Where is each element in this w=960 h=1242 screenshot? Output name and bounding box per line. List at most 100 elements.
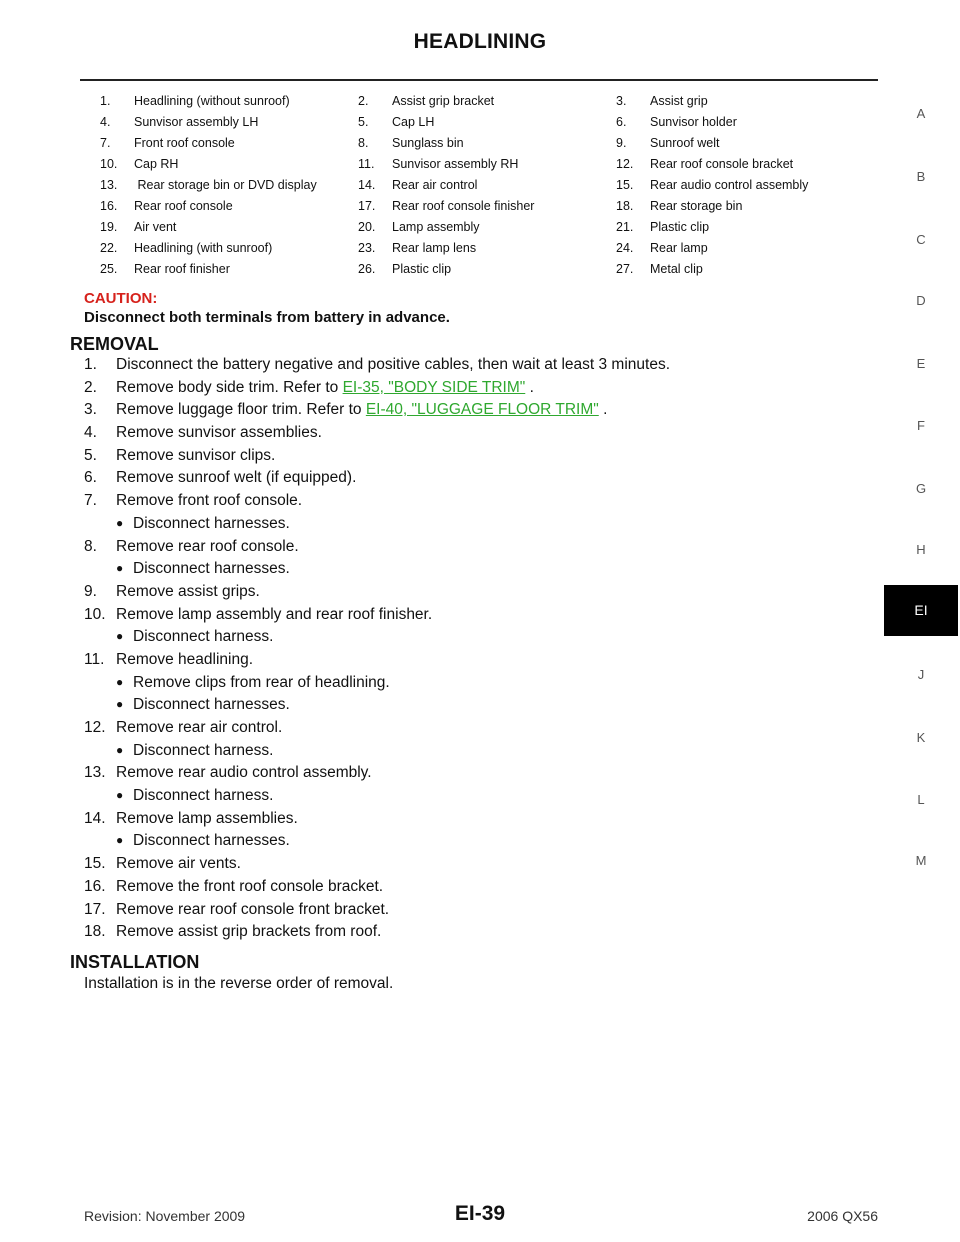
section-tab-g[interactable]: G [915, 481, 927, 496]
section-tab-d[interactable]: D [916, 293, 926, 308]
substep-text: Disconnect harness. [133, 787, 274, 805]
section-tab-ei[interactable]: EI [884, 585, 958, 636]
bullet-icon: ● [116, 833, 124, 848]
removal-step: 8.Remove rear roof console. [84, 538, 844, 561]
legend-item: 3.Assist grip [616, 94, 708, 108]
legend-item-number: 24. [616, 241, 634, 255]
legend-item-label: Sunglass bin [392, 136, 464, 150]
step-number: 2. [84, 378, 97, 396]
removal-substep: ● Disconnect harnesses. [84, 832, 844, 855]
removal-step: 1.Disconnect the battery negative and po… [84, 356, 844, 379]
section-tab-b[interactable]: B [916, 169, 926, 184]
substep-text: Disconnect harnesses. [133, 832, 290, 850]
step-number: 5. [84, 446, 97, 464]
removal-step: 12.Remove rear air control. [84, 719, 844, 742]
cross-reference-link[interactable]: EI-40, "LUGGAGE FLOOR TRIM" [365, 401, 599, 419]
section-tab-m[interactable]: M [915, 853, 927, 868]
bullet-icon: ● [116, 674, 124, 689]
removal-step: 18.Remove assist grip brackets from roof… [84, 923, 844, 946]
removal-substep: ● Disconnect harnesses. [84, 696, 844, 719]
legend-item: 14.Rear air control [358, 178, 477, 192]
step-text: Remove sunvisor assemblies. [116, 424, 322, 442]
legend-item: 23. Rear lamp lens [358, 241, 476, 255]
substep-text: Disconnect harnesses. [133, 696, 290, 714]
legend-item-label: Rear audio control assembly [650, 178, 809, 192]
legend-item-label: Rear lamp lens [392, 241, 477, 255]
legend-item-number: 4. [100, 115, 111, 129]
legend-item: 22.Headlining (with sunroof) [100, 241, 272, 255]
step-text: Remove assist grips. [116, 582, 260, 600]
removal-step: 5. Remove sunvisor clips. [84, 447, 844, 470]
legend-item-label: Rear storage bin [650, 199, 743, 213]
step-number: 6. [84, 469, 97, 487]
removal-step: 10.Remove lamp assembly and rear roof fi… [84, 606, 844, 629]
section-tab-c[interactable]: C [916, 232, 926, 247]
bullet-icon: ● [116, 697, 124, 712]
legend-item-number: 23. [358, 241, 376, 255]
legend-item: 19.Air vent [100, 220, 176, 234]
legend-item-label: Headlining (with sunroof) [134, 241, 273, 255]
removal-substep: ●Disconnect harnesses. [84, 515, 844, 538]
legend-item-label: Rear roof console [134, 199, 233, 213]
legend-item: 25.Rear roof finisher [100, 262, 230, 276]
removal-step: 9.Remove assist grips. [84, 583, 844, 606]
legend-item: 5.Cap LH [358, 115, 434, 129]
removal-substep: ●Disconnect harness. [84, 628, 844, 651]
legend-item-number: 18. [616, 199, 634, 213]
step-number: 13. [84, 764, 106, 782]
section-tab-a[interactable]: A [916, 106, 926, 121]
legend-item-label: Rear roof console bracket [650, 157, 794, 171]
legend-item: 9.Sunroof welt [616, 136, 719, 150]
legend-item-number: 8. [358, 136, 369, 150]
legend-row: 7.Front roof console 8. Sunglass bin 9.Sunr… [100, 134, 880, 155]
legend-item-number: 27. [616, 262, 634, 276]
removal-substep: ● Disconnect harness. [84, 787, 844, 810]
step-number: 17. [84, 900, 106, 918]
section-tab-f[interactable]: F [917, 418, 925, 433]
legend-item-label: Lamp assembly [392, 220, 480, 234]
step-number: 1. [84, 356, 97, 373]
step-text: Remove rear roof console front bracket. [116, 900, 390, 918]
legend-item-number: 7. [100, 136, 111, 150]
legend-item-number: 11. [358, 157, 375, 171]
installation-heading: INSTALLATION [70, 952, 200, 972]
section-tab-l[interactable]: L [917, 792, 925, 807]
legend-item-label: Cap RH [134, 157, 179, 171]
step-text: Remove body side trim. Refer to [116, 378, 343, 396]
removal-step: 2. Remove body side trim. Refer to EI-35,… [84, 379, 844, 402]
cross-reference-link[interactable]: EI-35, "BODY SIDE TRIM" [342, 378, 526, 396]
substep-text: Disconnect harnesses. [133, 514, 290, 532]
step-number: 16. [84, 877, 106, 895]
step-number: 4. [84, 424, 97, 442]
section-tab-k[interactable]: K [916, 730, 926, 745]
legend-item-number: 3. [616, 94, 627, 108]
legend-item: 6.Sunvisor holder [616, 115, 737, 129]
section-tab-j[interactable]: J [917, 667, 925, 682]
step-text: Remove rear air control. [116, 719, 283, 736]
substep-text: Remove clips from rear of headlining. [133, 673, 390, 691]
legend-item-label: Air vent [134, 220, 177, 234]
section-tab-h[interactable]: H [916, 542, 926, 557]
bullet-icon: ● [116, 788, 124, 803]
removal-step: 15.Remove air vents. [84, 855, 844, 878]
legend-item-label: Rear storage bin or DVD display [134, 178, 317, 192]
removal-step: 17. Remove rear roof console front bracke… [84, 901, 844, 924]
legend-item: 7.Front roof console [100, 136, 235, 150]
legend-item-label: Assist grip bracket [392, 94, 495, 108]
step-text: Remove rear audio control assembly. [116, 764, 372, 782]
section-tab-e[interactable]: E [916, 356, 926, 371]
removal-steps: 1.Disconnect the battery negative and po… [84, 356, 844, 946]
legend-item-number: 26. [358, 262, 376, 276]
legend-item-label: Rear roof console finisher [392, 199, 535, 213]
legend-item: 26.Plastic clip [358, 262, 451, 276]
step-text: Remove lamp assembly and rear roof finis… [116, 605, 433, 623]
step-text: Remove the front roof console bracket. [116, 877, 384, 895]
bullet-icon: ● [116, 742, 124, 757]
step-text: Remove sunvisor clips. [116, 446, 276, 464]
legend-item-label: Headlining (without sunroof) [134, 94, 290, 108]
legend-item: 16.Rear roof console [100, 199, 233, 213]
removal-substep: ● Remove clips from rear of headlining. [84, 674, 844, 697]
step-number: 14. [84, 809, 106, 827]
